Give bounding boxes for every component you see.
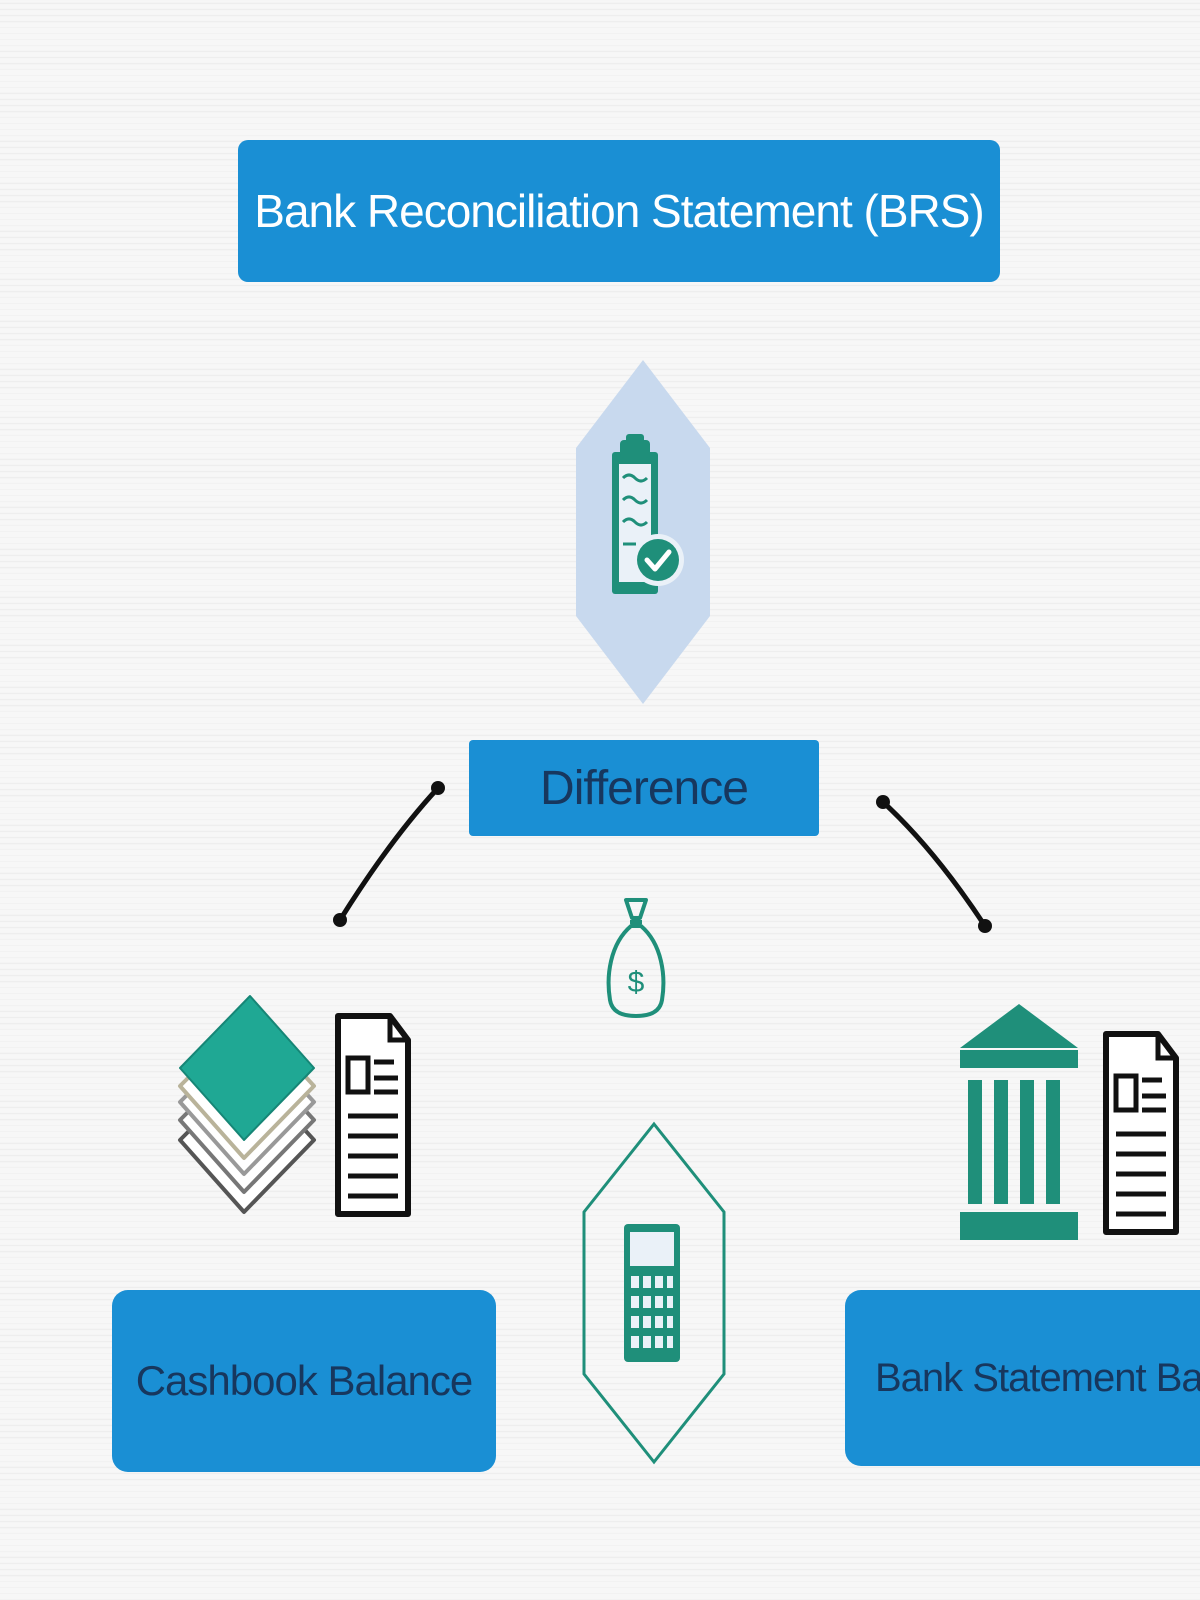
left-connector bbox=[333, 781, 445, 927]
bank-statement-balance-label: Bank Statement Balance bbox=[875, 1355, 1200, 1400]
right-document-icon bbox=[1103, 1031, 1179, 1235]
left-document-icon bbox=[335, 1013, 411, 1217]
cashbook-balance-label: Cashbook Balance bbox=[135, 1357, 474, 1404]
book-stack-icon bbox=[178, 995, 316, 1214]
right-connector bbox=[876, 795, 992, 933]
diagram-title: Bank Reconciliation Statement (BRS) bbox=[254, 185, 984, 237]
difference-box: Difference bbox=[469, 740, 819, 836]
difference-label: Difference bbox=[540, 761, 749, 815]
title-box: Bank Reconciliation Statement (BRS) bbox=[238, 140, 1000, 282]
cashbook-balance-box: Cashbook Balance bbox=[112, 1290, 496, 1472]
svg-text:$: $ bbox=[628, 966, 645, 999]
calculator-icon bbox=[582, 1121, 726, 1465]
bank-statement-balance-box: Bank Statement Balance bbox=[845, 1290, 1200, 1466]
bank-building-icon bbox=[960, 1004, 1078, 1240]
clipboard-check-icon bbox=[576, 360, 710, 704]
money-bag-icon: $ bbox=[606, 898, 666, 1018]
